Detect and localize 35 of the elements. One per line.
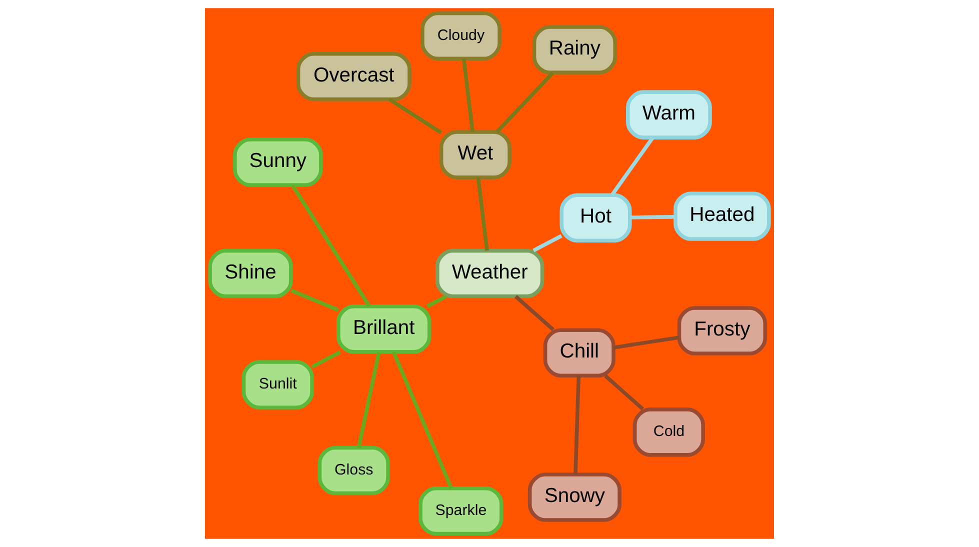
connector bbox=[388, 98, 442, 134]
node-box: Snowy bbox=[528, 472, 622, 522]
connector bbox=[630, 214, 676, 220]
node-box: Chill bbox=[543, 328, 616, 378]
connector bbox=[604, 374, 644, 410]
node-box: Hot bbox=[560, 193, 632, 243]
node-box: Sunlit bbox=[242, 360, 314, 410]
connector bbox=[290, 184, 371, 308]
connector bbox=[356, 352, 381, 448]
connector bbox=[426, 294, 447, 308]
connector bbox=[514, 295, 554, 332]
connector bbox=[311, 350, 342, 368]
connector bbox=[392, 351, 454, 489]
node-box: Shine bbox=[208, 248, 293, 298]
node-box: Sunny bbox=[233, 138, 323, 187]
connector bbox=[290, 288, 340, 312]
node-box: Brillant bbox=[336, 304, 432, 354]
connector bbox=[610, 136, 654, 196]
node-box: Weather bbox=[435, 248, 544, 298]
node-box: Overcast bbox=[296, 52, 412, 102]
node-box: Warm bbox=[626, 90, 712, 140]
node-box: Heated bbox=[674, 192, 771, 241]
node-box: Wet bbox=[439, 130, 512, 180]
node-box: Cold bbox=[632, 408, 705, 457]
node-box: Gloss bbox=[318, 446, 390, 496]
node-box: Rainy bbox=[532, 25, 618, 74]
node-box: Sparkle bbox=[418, 486, 504, 536]
connector bbox=[613, 336, 680, 350]
connector bbox=[476, 177, 489, 251]
node-box: Frosty bbox=[677, 306, 768, 356]
connector bbox=[574, 376, 581, 475]
node-box: Cloudy bbox=[420, 11, 502, 61]
connector bbox=[496, 72, 554, 134]
connector bbox=[462, 58, 474, 132]
connector bbox=[532, 234, 562, 252]
